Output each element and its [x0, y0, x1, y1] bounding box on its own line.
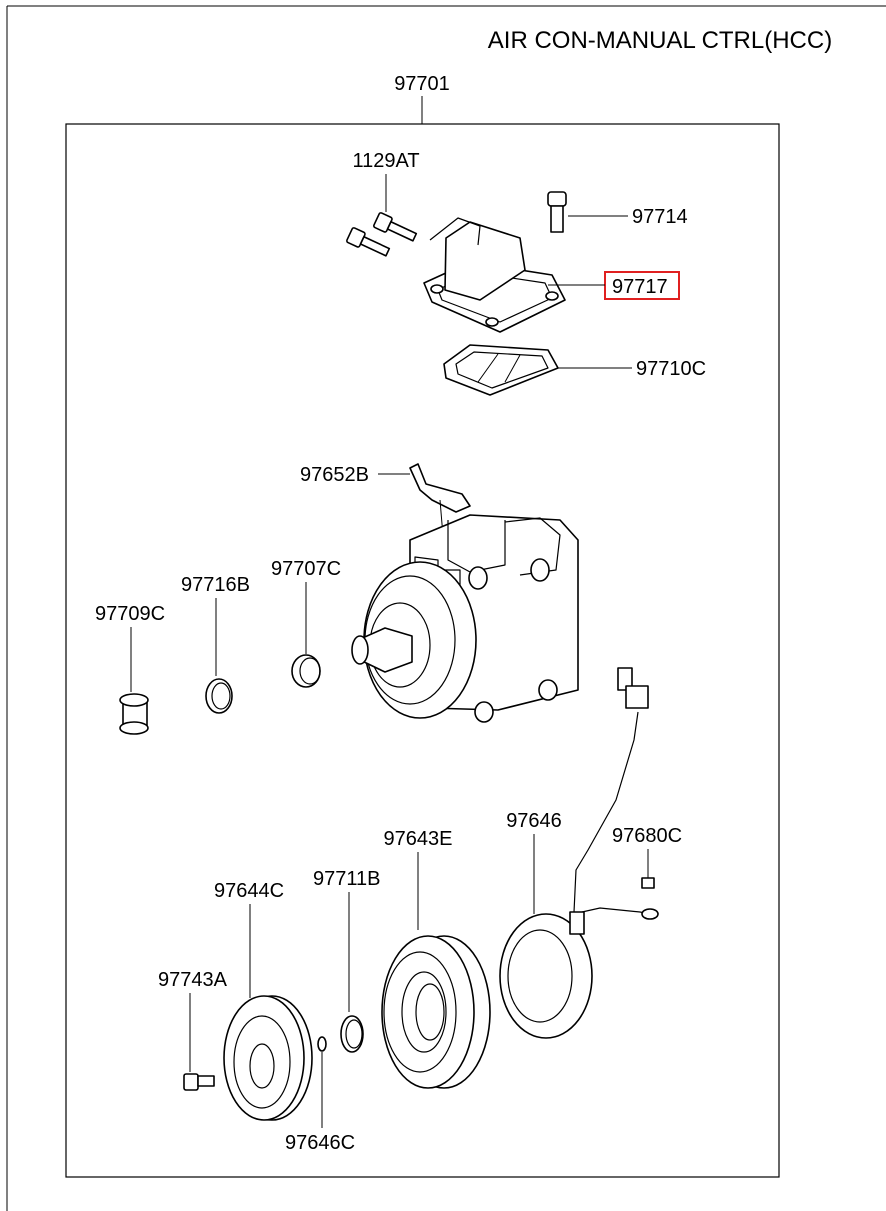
label-1129AT[interactable]: 1129AT: [352, 150, 419, 172]
bolt-97743A: [183, 1073, 215, 1091]
label-97680C[interactable]: 97680C: [612, 825, 682, 847]
shim-97646C: [317, 1036, 327, 1052]
diagram-title: AIR CON-MANUAL CTRL(HCC): [488, 27, 832, 54]
label-97646C[interactable]: 97646C: [285, 1132, 355, 1154]
snap-ring-97711B: [340, 1015, 364, 1053]
label-97711B[interactable]: 97711B: [313, 868, 380, 890]
bolt-97714: [547, 191, 567, 233]
assembly-frame: [65, 123, 780, 1178]
snap-ring-97716B: [205, 678, 233, 714]
label-97644C[interactable]: 97644C: [214, 880, 284, 902]
label-97709C[interactable]: 97709C: [95, 603, 165, 625]
disc-hub-97644C: [223, 995, 313, 1121]
label-97707C[interactable]: 97707C: [271, 558, 341, 580]
label-97652B[interactable]: 97652B: [300, 464, 369, 486]
label-97717[interactable]: 97717: [612, 276, 668, 298]
field-coil-97646: [499, 911, 593, 1039]
label-97714[interactable]: 97714: [632, 206, 688, 228]
compressor-body: [351, 514, 579, 723]
wire-connector: [573, 667, 659, 920]
screw-97680C: [641, 877, 655, 889]
pulley-97643E: [381, 935, 491, 1089]
seal-97707C: [291, 654, 321, 688]
label-97646[interactable]: 97646: [506, 810, 562, 832]
label-97643E[interactable]: 97643E: [384, 828, 453, 850]
gasket-97710C: [443, 344, 559, 396]
bearing-97709C: [119, 693, 149, 735]
label-97716B[interactable]: 97716B: [181, 574, 250, 596]
label-97743A[interactable]: 97743A: [158, 969, 228, 991]
control-valve-cover-97717: [423, 217, 566, 333]
mounting-bolts-1129AT: [346, 212, 418, 257]
label-97710C[interactable]: 97710C: [636, 358, 706, 380]
label-97701[interactable]: 97701: [394, 73, 450, 95]
